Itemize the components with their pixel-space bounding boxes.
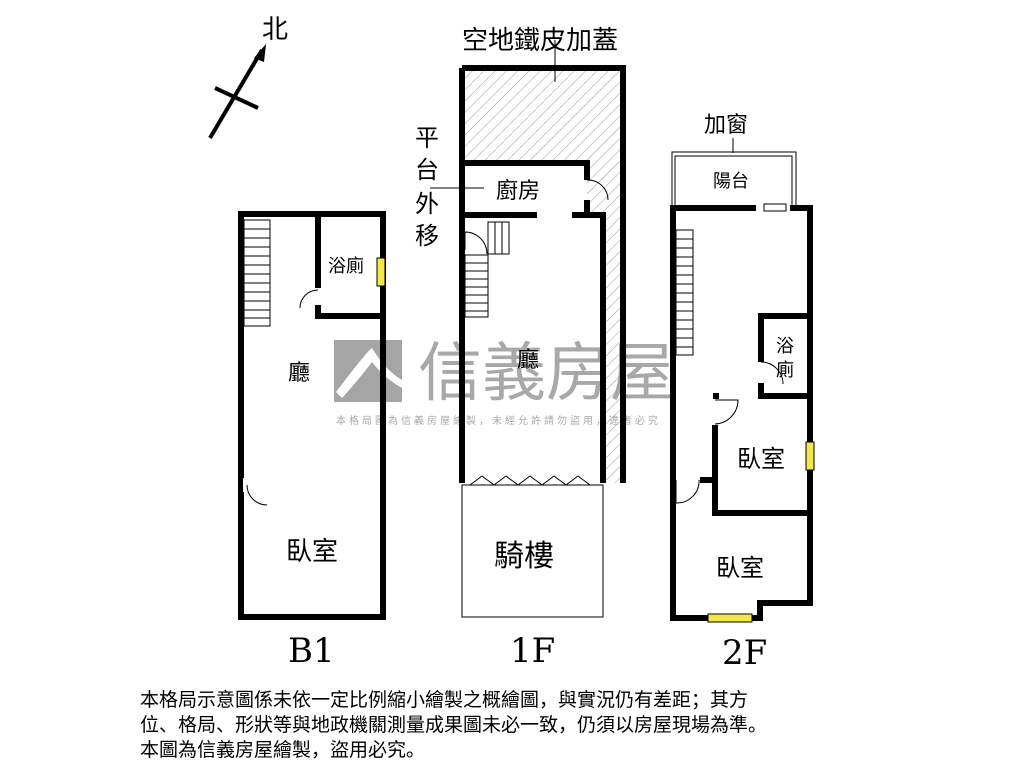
1f-walls [459, 65, 626, 483]
hatched-area [462, 68, 623, 483]
stairs-icon [243, 219, 271, 327]
disclaimer: 本格局示意圖係未依一定比例縮小繪製之概繪圖，與實況仍有差距；其方 位、格局、形狀… [140, 688, 900, 763]
empty-lot-label: 空地鐵皮加蓋 [462, 26, 618, 56]
door-icon [299, 289, 319, 309]
floor-2f: 加窗 陽台 浴 廁 臥室 臥室 2F [670, 113, 815, 673]
add-window-label: 加窗 [704, 113, 748, 138]
2f-bath-label-1: 浴 [776, 336, 794, 357]
window-icon [376, 257, 386, 287]
kitchen-label: 廚房 [496, 179, 540, 204]
2f-bedroom1-label: 臥室 [737, 445, 785, 473]
floor-b1: 浴廁 廳 臥室 B1 [238, 211, 386, 671]
b1-living-label: 廳 [288, 361, 310, 386]
north-arrow-icon [208, 44, 266, 140]
disclaimer-line: 本格局示意圖係未依一定比例縮小繪製之概繪圖，與實況仍有差距；其方 [140, 689, 749, 711]
door-icon [586, 179, 609, 201]
platform-label-4: 移 [415, 222, 439, 250]
floor-label-2f: 2F [722, 633, 767, 673]
floor-1f: 空地鐵皮加蓋 平 台 外 移 廚房 廳 騎樓 1F [415, 26, 626, 671]
watermark-brand: 信義房屋 [418, 337, 674, 411]
window-icon [707, 613, 753, 623]
floor-label-b1: B1 [288, 631, 335, 671]
door-icon [246, 484, 268, 506]
door-icon [675, 203, 787, 504]
floor-label-1f: 1F [510, 631, 555, 671]
b1-bath-label: 浴廁 [328, 255, 364, 277]
platform-label-2: 台 [415, 156, 439, 184]
balcony-label: 陽台 [713, 171, 749, 192]
platform-label-1: 平 [415, 124, 439, 152]
stairs-icon [675, 229, 694, 356]
disclaimer-line: 本圖為信義房屋繪製，盜用必究。 [140, 739, 426, 761]
b1-walls [238, 211, 386, 620]
2f-bedroom2-label: 臥室 [716, 554, 764, 582]
stairs-icon [464, 221, 510, 318]
balcony-outline [671, 151, 797, 208]
window-icon [805, 441, 815, 471]
folding-door-icon [461, 475, 604, 618]
b1-bedroom-label: 臥室 [286, 537, 338, 567]
watermark-notice: 本格局圖為信義房屋繪製，未經允許請勿盜用，違者必究 [336, 414, 661, 427]
arcade-label: 騎樓 [494, 539, 554, 574]
platform-label-3: 外 [415, 190, 439, 218]
disclaimer-line: 位、格局、形狀等與地政機關測量成果圖未必一致，仍須以房屋現場為準。 [140, 714, 768, 736]
2f-walls [670, 205, 813, 621]
2f-bath-label-2: 廁 [776, 359, 794, 381]
compass-label: 北 [262, 15, 288, 45]
1f-living-label: 廳 [517, 348, 539, 373]
